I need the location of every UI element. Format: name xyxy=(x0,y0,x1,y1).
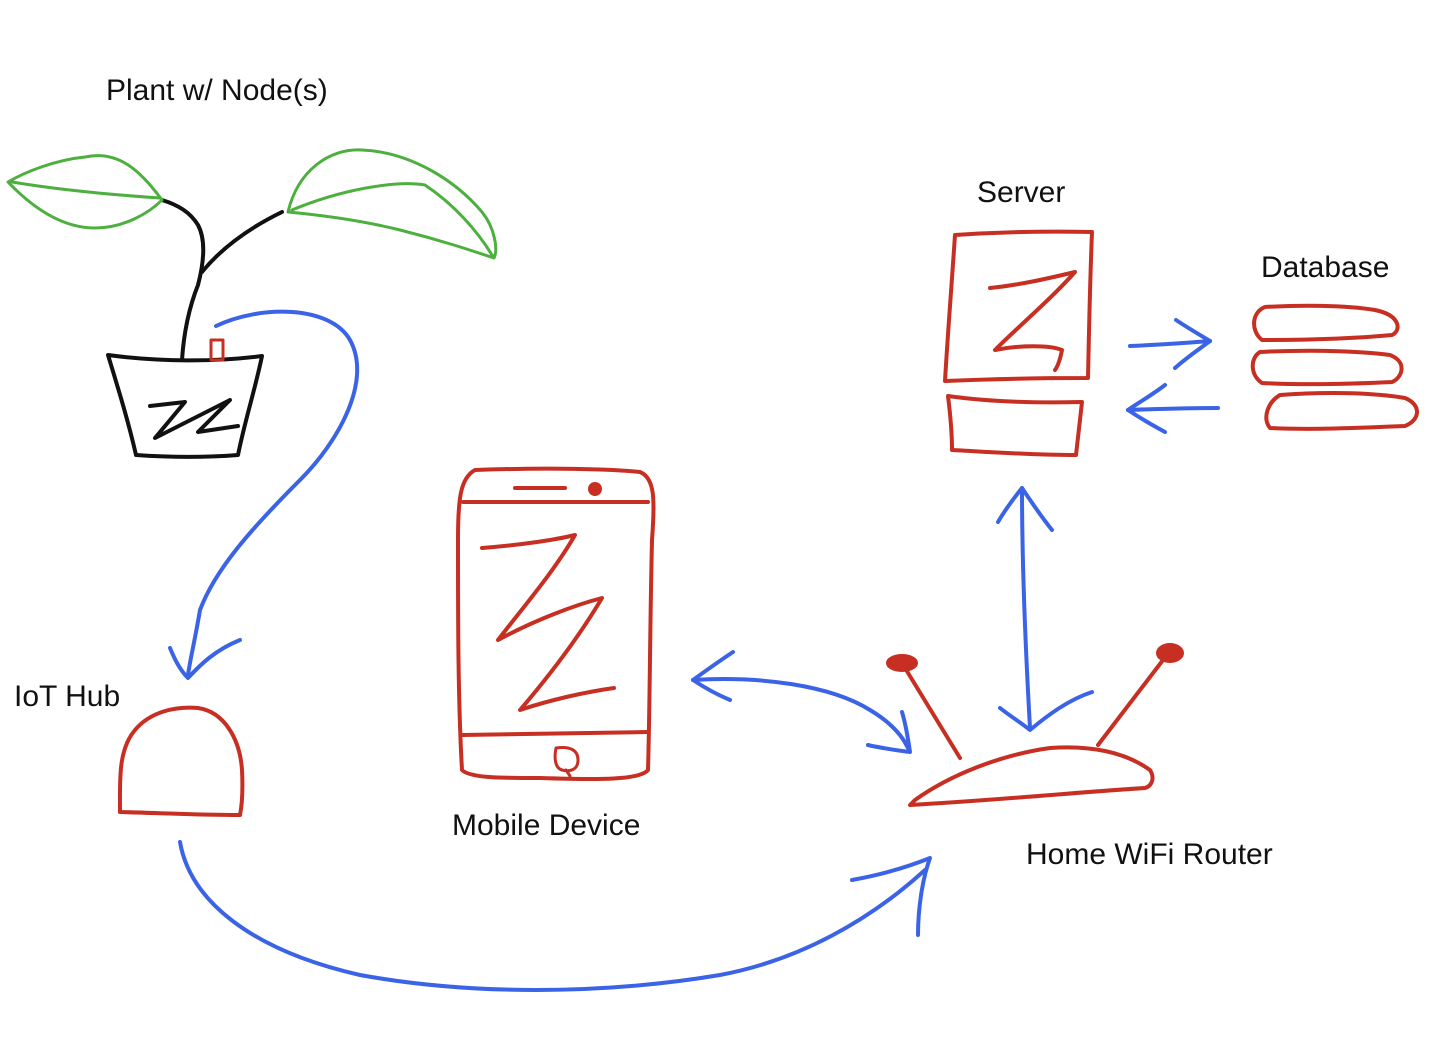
phone-body xyxy=(456,466,656,782)
database-disk-3 xyxy=(1264,391,1419,431)
iot-hub-body xyxy=(117,705,245,817)
server xyxy=(943,229,1094,457)
router-label: Home WiFi Router xyxy=(1026,838,1273,871)
router-antenna-left-tip xyxy=(886,654,918,672)
phone-bottom-bezel-line xyxy=(460,730,650,737)
arrowhead-router-left xyxy=(866,710,912,754)
connector-database-to-server xyxy=(1126,406,1220,412)
plant-stem xyxy=(160,198,206,362)
left-leaf xyxy=(6,154,164,230)
pot-logo-mark xyxy=(148,398,240,440)
plant-label: Plant w/ Node(s) xyxy=(106,74,328,107)
server-base xyxy=(946,394,1084,457)
phone-home-button xyxy=(553,746,580,778)
arrowhead-server-right xyxy=(1126,383,1167,434)
router-antenna-left xyxy=(903,666,962,760)
right-leaf xyxy=(286,148,498,260)
router-body xyxy=(908,745,1155,807)
connector-server-to-database xyxy=(1128,339,1212,348)
database-disk-1 xyxy=(1252,303,1400,342)
connector-router-server xyxy=(1020,486,1032,730)
database-label: Database xyxy=(1261,251,1390,284)
database-disk-2 xyxy=(1250,348,1404,387)
server-logo-mark xyxy=(988,270,1077,372)
arrowhead-server xyxy=(996,486,1054,532)
home-wifi-router xyxy=(886,643,1184,807)
plant-node xyxy=(6,148,498,459)
connections xyxy=(168,309,1220,992)
router-antenna-right-tip xyxy=(1156,643,1184,663)
connector-plant-to-hub xyxy=(186,309,360,677)
arrowhead-mobile xyxy=(691,650,735,702)
mobile-device xyxy=(456,466,656,782)
arrowhead-router-bottom xyxy=(850,856,932,937)
mobile-device-label: Mobile Device xyxy=(452,809,641,842)
arrowhead-hub xyxy=(168,638,242,680)
phone-logo-mark xyxy=(480,533,616,712)
database xyxy=(1250,303,1419,431)
arrowhead-database xyxy=(1173,318,1212,370)
iot-hub-label: IoT Hub xyxy=(14,680,121,713)
router-antenna-right xyxy=(1096,658,1165,747)
sensor-node xyxy=(209,338,225,362)
arrowhead-router-top xyxy=(998,690,1094,732)
server-label: Server xyxy=(977,176,1066,209)
connector-hub-to-router xyxy=(178,840,927,992)
plant-pot xyxy=(106,353,264,459)
iot-hub xyxy=(117,705,245,817)
connector-mobile-router xyxy=(691,677,910,750)
server-tower xyxy=(943,229,1094,383)
phone-camera xyxy=(588,482,602,496)
plant-stem-branch xyxy=(200,210,284,274)
